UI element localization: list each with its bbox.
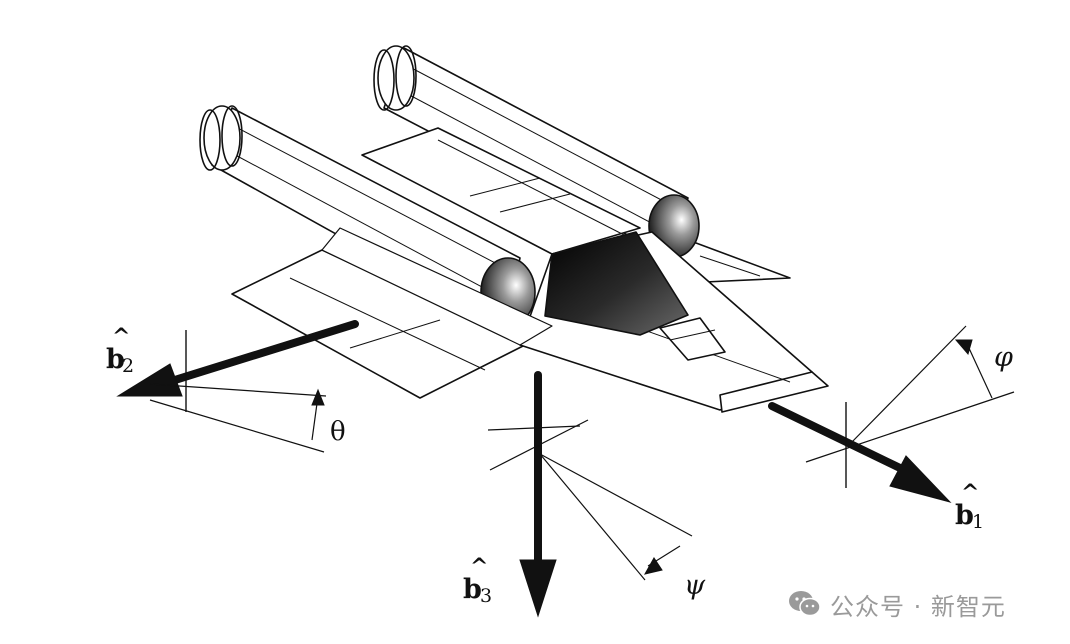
watermark: 公众号 · 新智元: [788, 587, 1006, 621]
upper-deck: [361, 127, 641, 255]
spacecraft: [199, 45, 829, 413]
b3-axis: [487, 371, 693, 618]
svg-text:2: 2: [122, 355, 134, 377]
svg-text:1: 1: [972, 511, 984, 533]
svg-text:3: 3: [480, 585, 492, 607]
svg-text:^: ^: [470, 554, 488, 580]
label-psi: ψ: [684, 570, 706, 601]
psi-arrowhead: [644, 557, 663, 575]
b1-axis: [768, 325, 1015, 503]
cockpit-canopy: [544, 231, 689, 336]
right-engine-pod: [373, 45, 700, 258]
svg-text:b: b: [955, 500, 974, 531]
svg-text:b: b: [463, 574, 482, 605]
left-engine-pod: [199, 105, 536, 329]
label-b1: ^ b 1: [955, 480, 984, 533]
b1-arrowhead: [889, 455, 952, 503]
label-b2: ^ b 2: [106, 324, 134, 377]
svg-text:b: b: [106, 344, 125, 375]
b2-axis: [116, 320, 359, 453]
label-theta: θ: [330, 417, 346, 447]
theta-arrowhead: [311, 388, 325, 406]
svg-text:^: ^: [112, 324, 130, 350]
phi-arrowhead: [954, 339, 973, 356]
label-b3: ^ b 3: [463, 554, 492, 607]
b2-arrowhead: [116, 363, 183, 397]
watermark-text: 公众号 · 新智元: [830, 592, 1006, 621]
svg-text:^: ^: [961, 480, 979, 506]
label-phi: φ: [994, 342, 1013, 373]
wechat-icon: [789, 591, 821, 617]
nose-plate: [719, 371, 829, 413]
b3-arrowhead: [519, 559, 557, 618]
